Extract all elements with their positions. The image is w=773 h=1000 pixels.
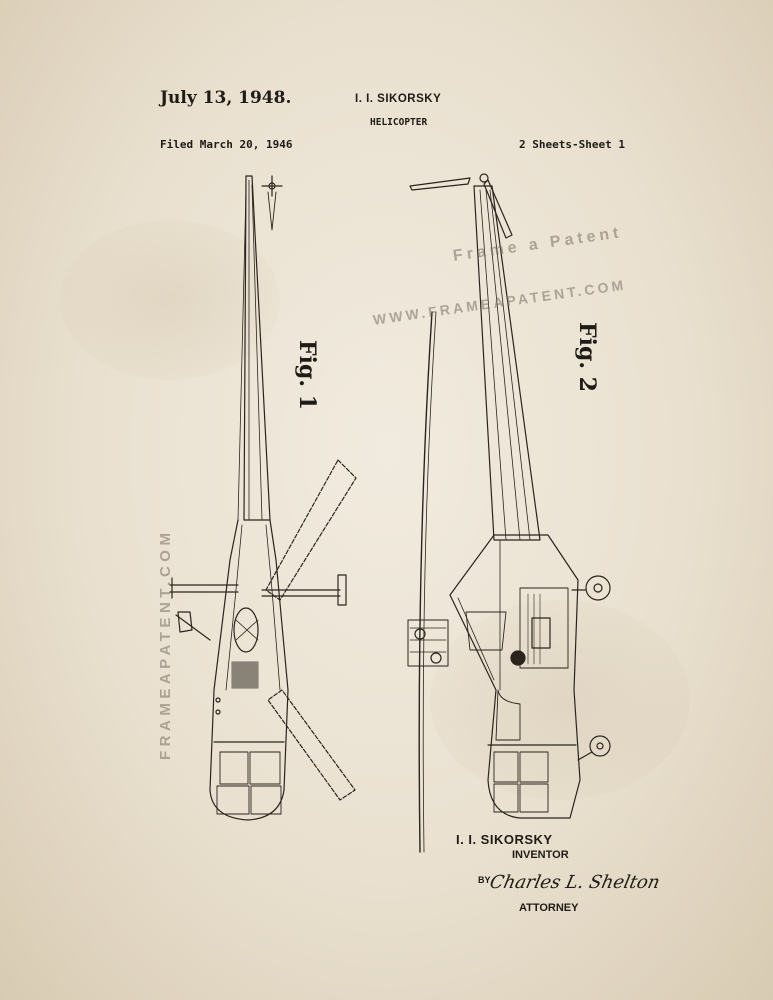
watermark-side: FRAMEAPATENT.COM: [157, 528, 174, 760]
patent-title: HELICOPTER: [370, 117, 428, 128]
fig1-label: Fig. 1: [294, 340, 320, 410]
inventor-header: I. I. SIKORSKY: [355, 93, 442, 105]
by-label: BY: [478, 875, 491, 885]
fig2-label: Fig. 2: [574, 322, 600, 392]
fig1-top-view: [169, 175, 357, 821]
patent-date: July 13, 1948.: [160, 88, 292, 108]
inventor-name: I. I. SIKORSKY: [456, 832, 553, 847]
filed-date: Filed March 20, 1946: [160, 138, 293, 151]
sheet-count: 2 Sheets-Sheet 1: [519, 138, 625, 151]
attorney-label: ATTORNEY: [519, 902, 579, 914]
fig2-side-view: [407, 173, 611, 853]
inventor-label: INVENTOR: [512, 849, 569, 861]
attorney-signature: Charles L. Shelton: [487, 872, 662, 893]
